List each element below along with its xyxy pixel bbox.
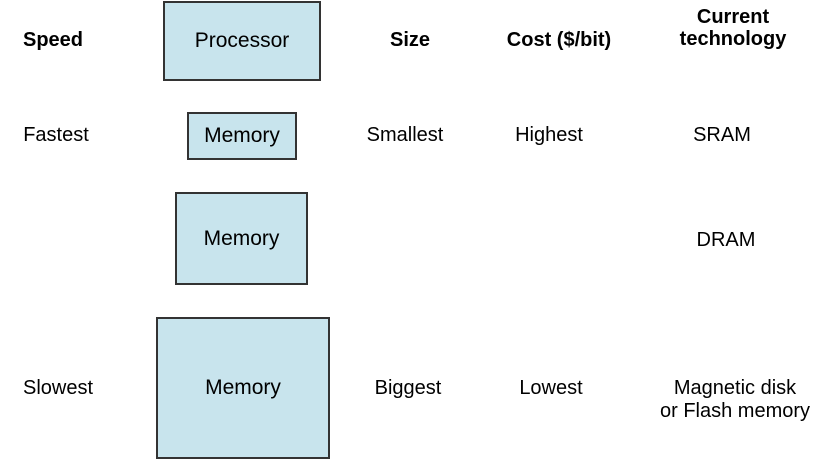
processor-box-label: Processor xyxy=(194,29,290,52)
level3-size-label: Biggest xyxy=(374,377,442,399)
level3-technology-label: Magnetic disk or Flash memory xyxy=(655,377,815,423)
level1-size-label: Smallest xyxy=(366,124,444,146)
memory-box-level1-label: Memory xyxy=(204,124,280,147)
column-header-speed: Speed xyxy=(22,29,84,51)
column-header-technology: Current technology xyxy=(653,6,813,50)
memory-box-level1: Memory xyxy=(187,112,297,160)
column-header-size: Size xyxy=(389,29,431,51)
memory-box-level2: Memory xyxy=(175,192,308,285)
level2-technology-label: DRAM xyxy=(696,229,756,251)
processor-box: Processor xyxy=(163,1,321,81)
level1-technology-label: SRAM xyxy=(693,124,751,146)
level3-cost-label: Lowest xyxy=(519,377,583,399)
column-header-technology-line1: Current xyxy=(696,6,770,28)
level3-technology-line2: or Flash memory xyxy=(659,400,811,422)
memory-box-level3-label: Memory xyxy=(205,376,281,399)
memory-box-level3: Memory xyxy=(156,317,330,459)
level1-cost-label: Highest xyxy=(515,124,583,146)
level3-technology-line1: Magnetic disk xyxy=(673,377,797,399)
level3-speed-label: Slowest xyxy=(22,377,94,399)
memory-box-level2-label: Memory xyxy=(203,226,280,250)
column-header-cost: Cost ($/bit) xyxy=(506,29,612,51)
column-header-technology-line2: technology xyxy=(679,28,787,50)
level1-speed-label: Fastest xyxy=(23,124,89,146)
